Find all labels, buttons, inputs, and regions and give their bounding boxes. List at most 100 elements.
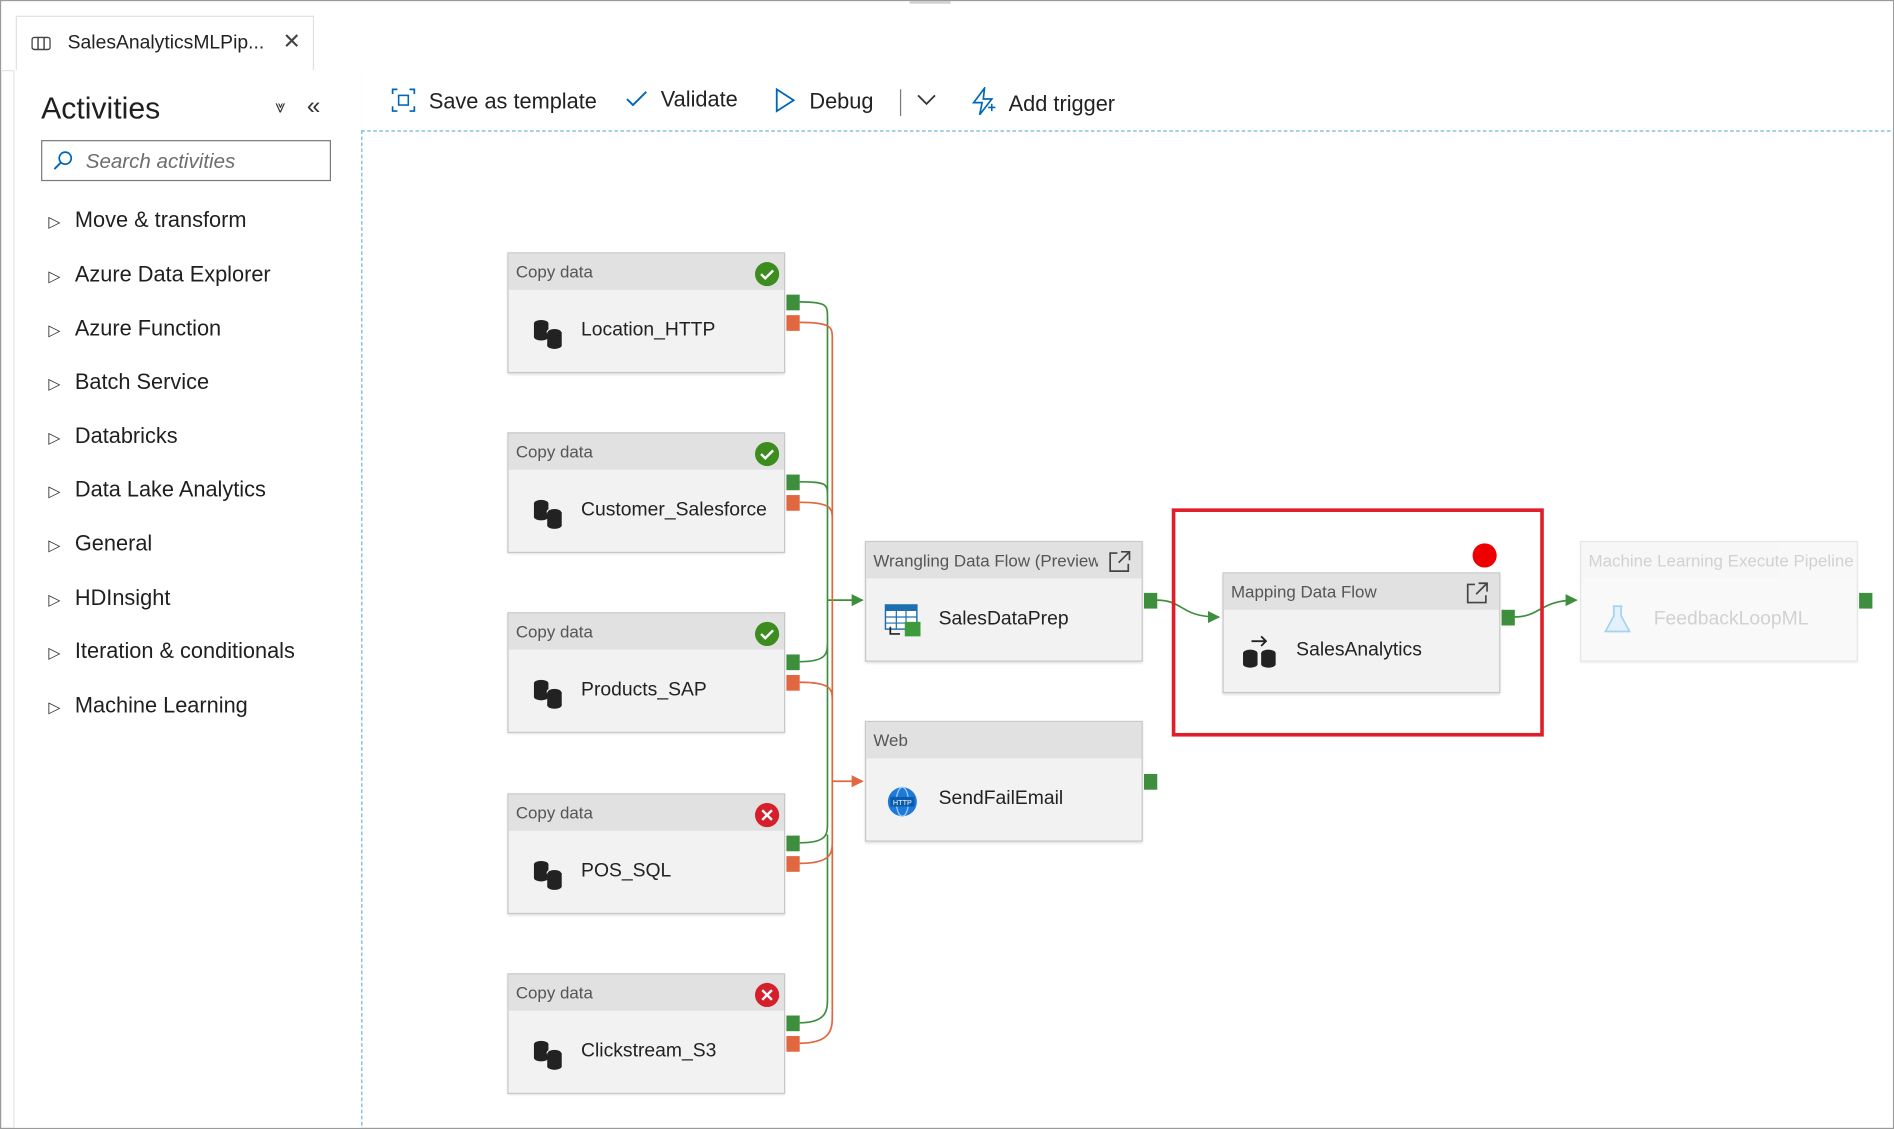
chevron-right-icon: ▷ bbox=[48, 212, 61, 231]
validate-button[interactable]: Validate bbox=[625, 87, 738, 112]
activity-name: SalesDataPrep bbox=[938, 608, 1069, 630]
success-status-icon bbox=[754, 621, 780, 647]
failure-port[interactable] bbox=[786, 674, 800, 691]
chevron-right-icon: ▷ bbox=[48, 428, 61, 447]
chevron-right-icon: ▷ bbox=[48, 374, 61, 393]
activity-clickstream-s3[interactable]: Copy data Clickstream_S3 bbox=[507, 973, 786, 1094]
window-grip bbox=[909, 1, 951, 4]
play-icon bbox=[775, 87, 796, 113]
add-trigger-button[interactable]: Add trigger bbox=[970, 85, 1115, 117]
category-hdinsight[interactable]: ▷HDInsight bbox=[48, 585, 171, 610]
category-azure-data-explorer[interactable]: ▷Azure Data Explorer bbox=[48, 262, 271, 287]
debug-button[interactable]: Debug bbox=[773, 87, 873, 115]
success-port[interactable] bbox=[1501, 609, 1515, 626]
activity-name: Products_SAP bbox=[581, 679, 707, 701]
breakpoint-icon[interactable] bbox=[1472, 543, 1497, 568]
activity-type: Copy data bbox=[515, 621, 593, 642]
success-port[interactable] bbox=[786, 294, 800, 311]
activity-type: Copy data bbox=[515, 802, 593, 823]
activity-type: Mapping Data Flow bbox=[1230, 582, 1377, 602]
close-icon[interactable]: ✕ bbox=[282, 28, 301, 54]
failed-status-icon bbox=[754, 802, 780, 828]
toolbar-separator bbox=[899, 89, 902, 116]
activity-feedback-loop-ml[interactable]: Machine Learning Execute Pipeline Feedba… bbox=[1580, 540, 1858, 662]
search-box[interactable] bbox=[41, 140, 331, 182]
search-input[interactable] bbox=[83, 147, 330, 177]
wrangling-data-flow-icon bbox=[884, 604, 921, 637]
category-machine-learning[interactable]: ▷Machine Learning bbox=[48, 693, 248, 718]
activity-name: SalesAnalytics bbox=[1296, 639, 1422, 661]
open-external-icon[interactable] bbox=[1108, 549, 1132, 573]
activity-type: Copy data bbox=[515, 441, 593, 462]
activity-name: FeedbackLoopML bbox=[1653, 608, 1809, 630]
pipeline-toolbar: Save as template Validate Debug Add trig… bbox=[361, 70, 1893, 131]
pipeline-tab[interactable]: SalesAnalyticsMLPip... ✕ bbox=[15, 15, 315, 71]
chevron-right-icon: ▷ bbox=[48, 697, 61, 717]
activity-type: Web bbox=[873, 730, 908, 750]
copy-data-icon bbox=[533, 1040, 563, 1070]
category-data-lake-analytics[interactable]: ▷Data Lake Analytics bbox=[48, 476, 266, 502]
activity-name: SendFailEmail bbox=[938, 788, 1064, 810]
category-batch-service[interactable]: ▷Batch Service bbox=[48, 369, 210, 394]
chevron-right-icon: ▷ bbox=[48, 590, 61, 609]
activity-name: Customer_Salesforce bbox=[581, 499, 767, 521]
chevron-right-icon: ▷ bbox=[48, 266, 61, 285]
activity-sales-data-prep[interactable]: Wrangling Data Flow (Preview SalesDataPr… bbox=[864, 540, 1143, 662]
category-move-transform[interactable]: ▷Move & transform bbox=[48, 207, 247, 232]
activity-type: Copy data bbox=[515, 982, 593, 1003]
activity-name: Location_HTTP bbox=[581, 319, 716, 341]
success-port[interactable] bbox=[786, 835, 800, 852]
copy-data-icon bbox=[533, 319, 563, 349]
success-port[interactable] bbox=[786, 474, 800, 491]
success-port[interactable] bbox=[786, 1015, 800, 1032]
chevron-right-icon: ▷ bbox=[48, 481, 61, 500]
pipeline-icon bbox=[31, 36, 51, 51]
open-external-icon[interactable] bbox=[1465, 581, 1489, 605]
activity-products-sap[interactable]: Copy data Products_SAP bbox=[507, 612, 786, 733]
failure-port[interactable] bbox=[786, 315, 800, 331]
collapse-panel-icon[interactable]: « bbox=[306, 92, 321, 120]
success-port[interactable] bbox=[1143, 774, 1158, 790]
svg-text:HTTP: HTTP bbox=[893, 798, 912, 807]
activities-panel: Activities ⩔ « ▷Move & transform ▷Azure … bbox=[13, 70, 363, 1128]
activity-send-fail-email[interactable]: Web HTTP SendFailEmail bbox=[864, 720, 1143, 842]
success-status-icon bbox=[754, 441, 780, 467]
success-port[interactable] bbox=[1859, 592, 1873, 609]
activity-sales-analytics[interactable]: Mapping Data Flow SalesAnalytics bbox=[1222, 572, 1501, 694]
flask-icon bbox=[1604, 605, 1632, 633]
copy-data-icon bbox=[533, 679, 563, 709]
copy-data-icon bbox=[533, 499, 563, 529]
web-http-icon: HTTP bbox=[887, 786, 917, 817]
chevron-right-icon: ▷ bbox=[48, 643, 61, 662]
failed-status-icon bbox=[754, 982, 780, 1008]
failure-port[interactable] bbox=[786, 856, 800, 872]
success-port[interactable] bbox=[786, 654, 800, 671]
highlight-box bbox=[1171, 508, 1544, 737]
category-general[interactable]: ▷General bbox=[48, 531, 153, 556]
activity-type: Copy data bbox=[515, 262, 593, 282]
lightning-icon bbox=[971, 85, 996, 116]
template-icon bbox=[391, 88, 416, 112]
category-iteration-conditionals[interactable]: ▷Iteration & conditionals bbox=[48, 638, 295, 663]
category-azure-function[interactable]: ▷Azure Function bbox=[48, 316, 222, 341]
activity-pos-sql[interactable]: Copy data POS_SQL bbox=[507, 793, 786, 915]
activity-type: Wrangling Data Flow (Preview bbox=[873, 550, 1099, 570]
activity-customer-salesforce[interactable]: Copy data Customer_Salesforce bbox=[507, 432, 786, 554]
tab-bar: SalesAnalyticsMLPip... ✕ bbox=[1, 1, 1893, 72]
activity-name: POS_SQL bbox=[581, 860, 672, 882]
success-port[interactable] bbox=[1143, 592, 1158, 609]
failure-port[interactable] bbox=[786, 495, 800, 511]
chevron-down-icon bbox=[917, 94, 936, 106]
collapse-all-icon[interactable]: ⩔ bbox=[275, 96, 286, 118]
category-databricks[interactable]: ▷Databricks bbox=[48, 423, 178, 448]
save-as-template-button[interactable]: Save as template bbox=[390, 87, 597, 115]
debug-dropdown-button[interactable] bbox=[916, 87, 950, 112]
failure-port[interactable] bbox=[786, 1036, 800, 1052]
checkmark-icon bbox=[626, 91, 647, 107]
success-status-icon bbox=[754, 262, 780, 287]
activity-location-http[interactable]: Copy data Location_HTTP bbox=[507, 252, 786, 374]
copy-data-icon bbox=[533, 860, 563, 890]
chevron-right-icon: ▷ bbox=[48, 321, 61, 340]
activity-name: Clickstream_S3 bbox=[581, 1040, 717, 1062]
